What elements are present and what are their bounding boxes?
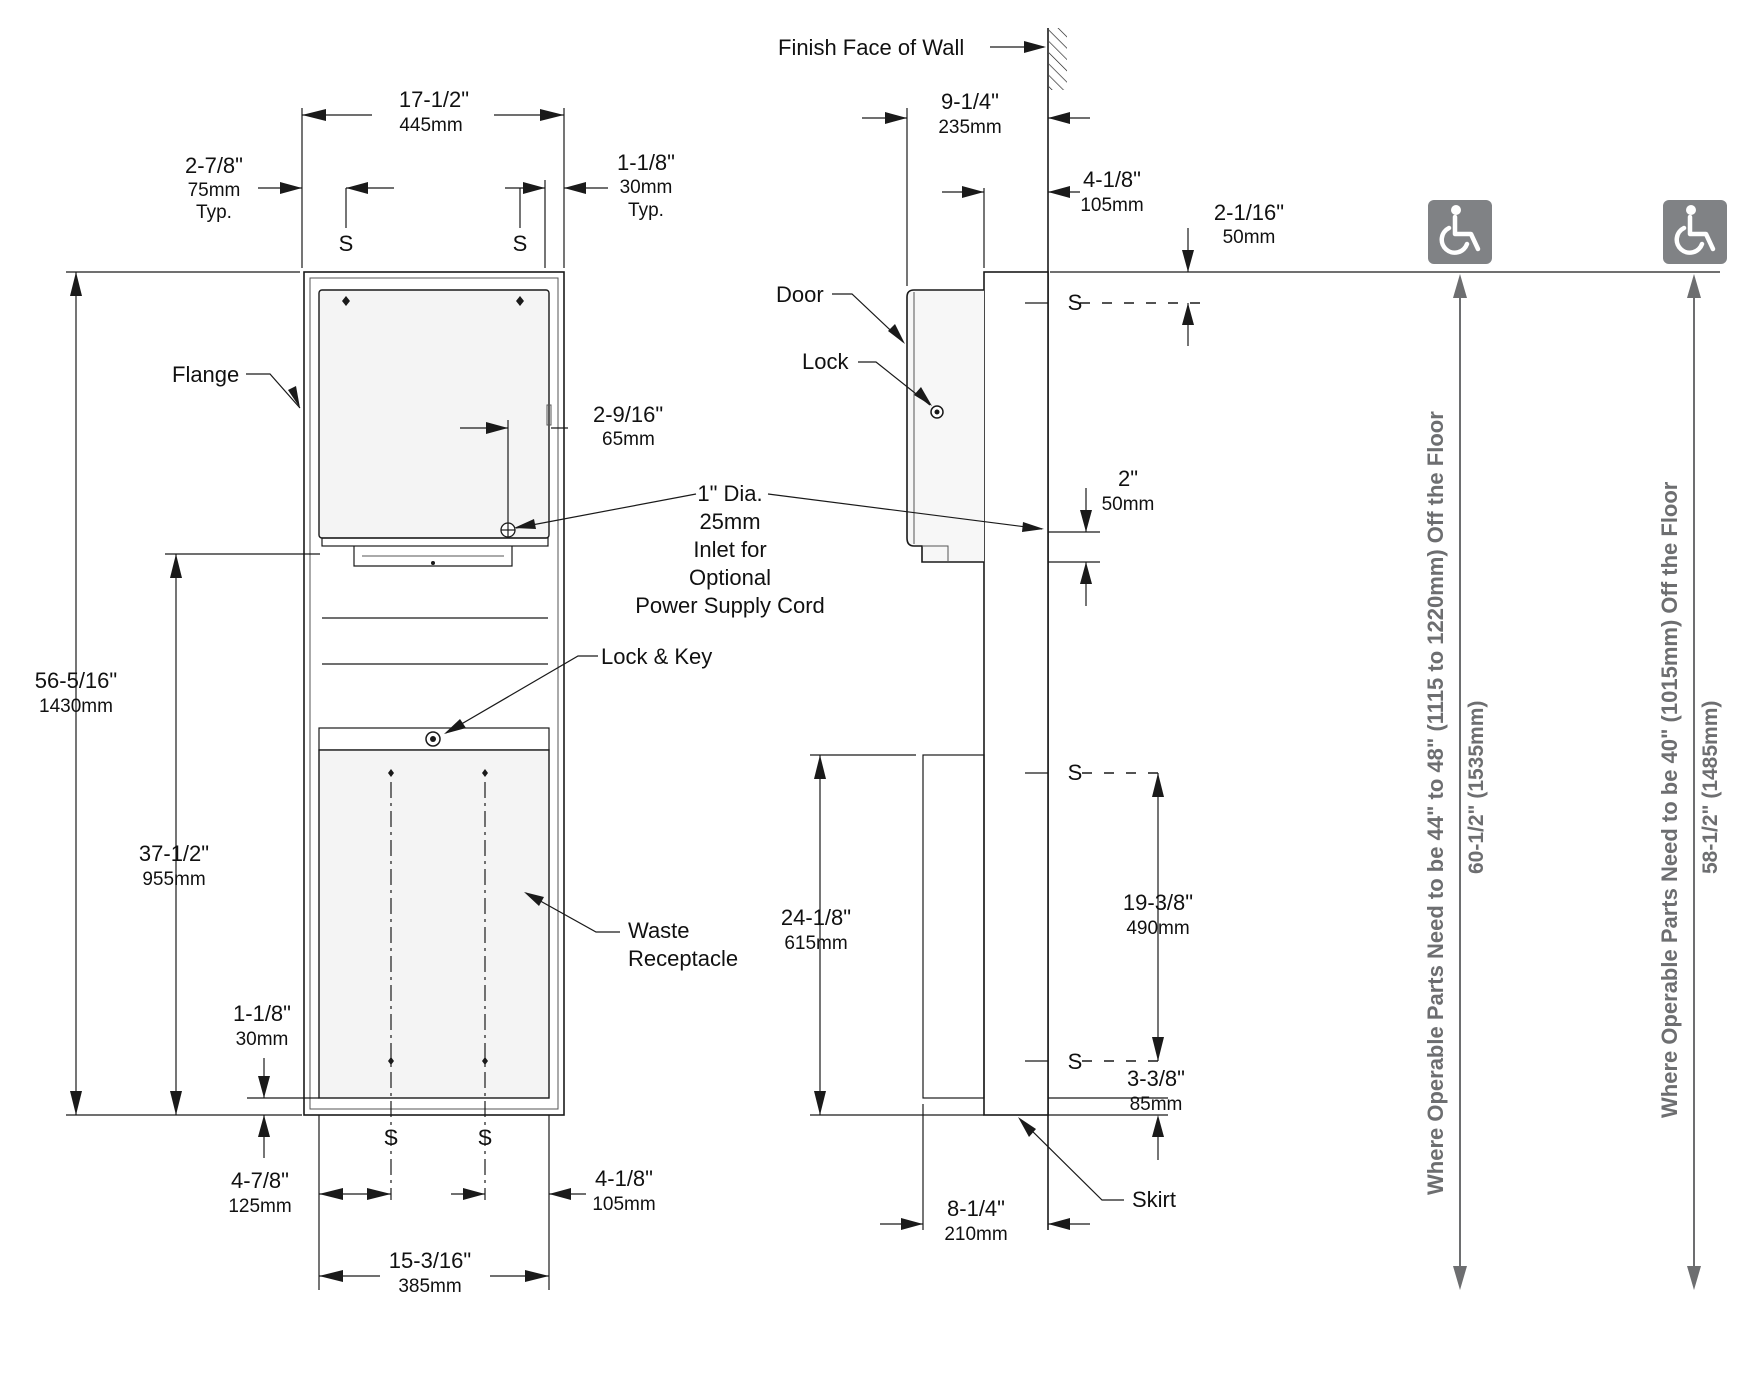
inlet-label-line-5: Power Supply Cord xyxy=(635,593,825,618)
dim-bottom-left: 4-7/8" xyxy=(231,1168,289,1193)
lock-key-leader xyxy=(445,655,598,734)
side-door-profile xyxy=(906,289,984,563)
flange-label: Flange xyxy=(172,362,239,387)
front-dispenser-door xyxy=(318,289,550,539)
dim-dispenser-height-mm: 955mm xyxy=(142,869,205,890)
screw-mark: S xyxy=(384,1125,399,1150)
inlet-label-line-1: 1" Dia. xyxy=(697,481,762,506)
lock-key-label: Lock & Key xyxy=(601,644,712,669)
screw-mark: S xyxy=(478,1125,493,1150)
ada-height-1: 60-1/2" (1535mm) xyxy=(1465,701,1488,874)
dim-inner-width: 15-3/16" xyxy=(389,1248,471,1273)
wheelchair-accessibility-icon xyxy=(1428,200,1492,264)
dim-bottom-screw-offset: 3-3/8" xyxy=(1127,1066,1185,1091)
dim-overall-height: 56-5/16" xyxy=(35,668,117,693)
waste-label-line-2: Receptacle xyxy=(628,946,738,971)
dim-top-depth-mm: 235mm xyxy=(938,117,1001,138)
screw-mark: S xyxy=(1068,290,1083,315)
ada-height-2: 58-1/2" (1485mm) xyxy=(1699,701,1722,874)
front-view-labels: 17-1/2" 445mm 2-7/8" 75mm Typ. 1-1/8" 30… xyxy=(35,87,825,1297)
dim-dispenser-height: 37-1/2" xyxy=(139,841,209,866)
dim-screw-spacing: 19-3/8" xyxy=(1123,890,1193,915)
dim-bottom-left-mm: 125mm xyxy=(228,1196,291,1217)
waste-label-line-1: Waste xyxy=(628,918,690,943)
door-leader xyxy=(832,293,904,343)
dim-top-screw-offset-mm: 50mm xyxy=(1223,227,1276,248)
dim-overall-height-mm: 1430mm xyxy=(39,696,113,717)
dim-bottom-depth: 8-1/4" xyxy=(947,1196,1005,1221)
dim-top-depth: 9-1/4" xyxy=(941,89,999,114)
dim-inlet-offset-mm: 65mm xyxy=(602,429,655,450)
door-label: Door xyxy=(776,282,824,307)
dim-bottom-right: 4-1/8" xyxy=(595,1166,653,1191)
dim-inlet-height: 2" xyxy=(1118,466,1138,491)
dim-overall-width-mm: 445mm xyxy=(399,115,462,136)
ada-requirement-2: Where Operable Parts Need to be 40" (101… xyxy=(1657,481,1682,1118)
dim-inlet-height-mm: 50mm xyxy=(1102,494,1155,515)
inlet-label-line-3: Inlet for xyxy=(693,537,766,562)
inlet-label-line-4: Optional xyxy=(689,565,771,590)
dim-top-screw-offset: 2-1/16" xyxy=(1214,200,1284,225)
dim-wall-depth: 4-1/8" xyxy=(1083,167,1141,192)
dim-flange-right-note: Typ. xyxy=(628,200,664,221)
front-waste-receptacle xyxy=(318,749,550,1099)
wheelchair-accessibility-icon xyxy=(1663,200,1727,264)
lock-leader xyxy=(858,361,931,406)
skirt-label: Skirt xyxy=(1132,1187,1176,1212)
inlet-leader-side xyxy=(767,493,1043,530)
dim-bottom-offset-mm: 30mm xyxy=(236,1029,289,1050)
ada-dimensions: Where Operable Parts Need to be 44" to 4… xyxy=(1423,200,1727,1290)
dim-overall-width: 17-1/2" xyxy=(399,87,469,112)
side-view xyxy=(767,28,1720,1230)
waste-leader xyxy=(525,892,620,933)
dim-inlet-offset: 2-9/16" xyxy=(593,402,663,427)
inlet-leader-front xyxy=(515,493,697,529)
dim-receptacle-height: 24-1/8" xyxy=(781,905,851,930)
screw-mark: S xyxy=(1068,760,1083,785)
skirt-leader xyxy=(1019,1118,1124,1201)
dim-flange-right-mm: 30mm xyxy=(620,177,673,198)
lock-label: Lock xyxy=(802,349,849,374)
side-receptacle-profile xyxy=(922,754,985,1099)
inlet-label-line-2: 25mm xyxy=(699,509,760,534)
dim-bottom-screw-offset-mm: 85mm xyxy=(1130,1094,1183,1115)
front-dispensing-slot xyxy=(321,537,549,547)
side-view-labels: Finish Face of Wall 9-1/4" 235mm 4-1/8" … xyxy=(776,35,1284,1245)
side-flange xyxy=(983,271,1049,1116)
front-flange-inner xyxy=(309,277,559,1110)
dim-bottom-right-mm: 105mm xyxy=(592,1194,655,1215)
dim-receptacle-height-mm: 615mm xyxy=(784,933,847,954)
screw-mark: S xyxy=(339,231,354,256)
dim-flange-left-mm: 75mm xyxy=(188,180,241,201)
dim-bottom-offset: 1-1/8" xyxy=(233,1001,291,1026)
dim-flange-right: 1-1/8" xyxy=(617,150,675,175)
front-towel-shelf xyxy=(353,546,513,567)
dim-flange-left: 2-7/8" xyxy=(185,153,243,178)
dim-bottom-depth-mm: 210mm xyxy=(944,1224,1007,1245)
front-view xyxy=(66,108,697,1290)
screw-mark: S xyxy=(1068,1049,1083,1074)
flange-leader xyxy=(246,373,301,409)
screw-mark: S xyxy=(513,231,528,256)
ada-requirement-1: Where Operable Parts Need to be 44" to 4… xyxy=(1423,411,1448,1195)
dim-inner-width-mm: 385mm xyxy=(398,1276,461,1297)
dim-wall-depth-mm: 105mm xyxy=(1080,195,1143,216)
dim-flange-left-note: Typ. xyxy=(196,202,232,223)
wall-hatch xyxy=(1049,28,1067,90)
wall-label: Finish Face of Wall xyxy=(778,35,964,60)
dim-screw-spacing-mm: 490mm xyxy=(1126,918,1189,939)
